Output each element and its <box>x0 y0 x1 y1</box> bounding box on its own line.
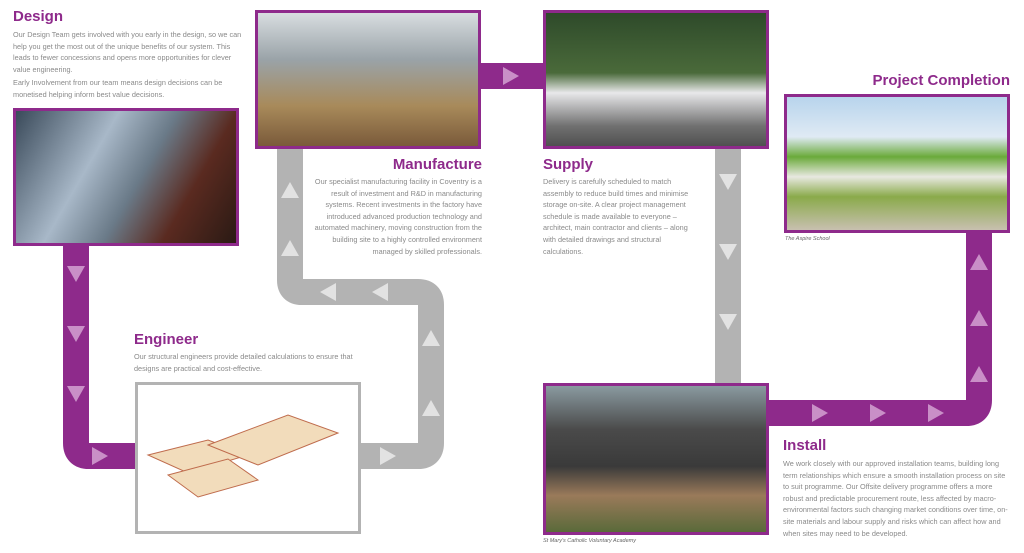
chevron-down-icon <box>67 266 85 282</box>
supply-photo <box>543 10 769 149</box>
design-photo <box>13 108 239 246</box>
chevron-up-icon <box>281 182 299 198</box>
design-title: Design <box>13 8 64 25</box>
structural-model-drawing <box>146 414 340 498</box>
chevron-right-icon <box>380 447 396 465</box>
path-install-completion <box>765 228 992 426</box>
completion-photo <box>784 94 1010 233</box>
chevron-down-icon <box>67 326 85 342</box>
path-design-engineer <box>63 240 140 469</box>
engineer-title: Engineer <box>134 331 199 348</box>
design-text: Our Design Team gets involved with you e… <box>13 30 242 74</box>
install-caption: St Mary's Catholic Voluntary Academy <box>543 538 636 544</box>
path-manufacture-engineer <box>277 145 444 469</box>
completion-caption: The Aspire School <box>785 236 830 242</box>
chevron-up-icon <box>422 330 440 346</box>
chevron-up-icon <box>970 310 988 326</box>
design-text-2: Early Involvement from our team means de… <box>13 78 223 99</box>
chevron-right-icon <box>503 67 519 85</box>
chevron-down-icon <box>719 244 737 260</box>
manufacture-text: Our specialist manufacturing facility in… <box>314 177 482 256</box>
install-title: Install <box>783 437 827 454</box>
supply-title: Supply <box>543 156 594 173</box>
install-text: We work closely with our approved instal… <box>783 459 1008 538</box>
chevron-down-icon <box>719 174 737 190</box>
chevron-right-icon <box>92 447 108 465</box>
chevron-right-icon <box>812 404 828 422</box>
chevron-gray-icons <box>281 174 737 465</box>
chevron-icons <box>67 67 988 465</box>
chevron-right-icon <box>928 404 944 422</box>
engineer-model-image <box>135 382 361 534</box>
manufacture-title: Manufacture <box>392 156 482 173</box>
install-photo <box>543 383 769 535</box>
manufacture-photo <box>255 10 481 149</box>
supply-text: Delivery is carefully scheduled to match… <box>543 177 689 256</box>
chevron-up-icon <box>422 400 440 416</box>
chevron-left-icon <box>372 283 388 301</box>
engineer-text: Our structural engineers provide detaile… <box>134 352 353 373</box>
chevron-up-icon <box>281 240 299 256</box>
chevron-left-icon <box>320 283 336 301</box>
chevron-down-icon <box>719 314 737 330</box>
completion-title: Project Completion <box>872 72 1010 89</box>
chevron-right-icon <box>870 404 886 422</box>
chevron-up-icon <box>970 366 988 382</box>
chevron-down-icon <box>67 386 85 402</box>
chevron-up-icon <box>970 254 988 270</box>
